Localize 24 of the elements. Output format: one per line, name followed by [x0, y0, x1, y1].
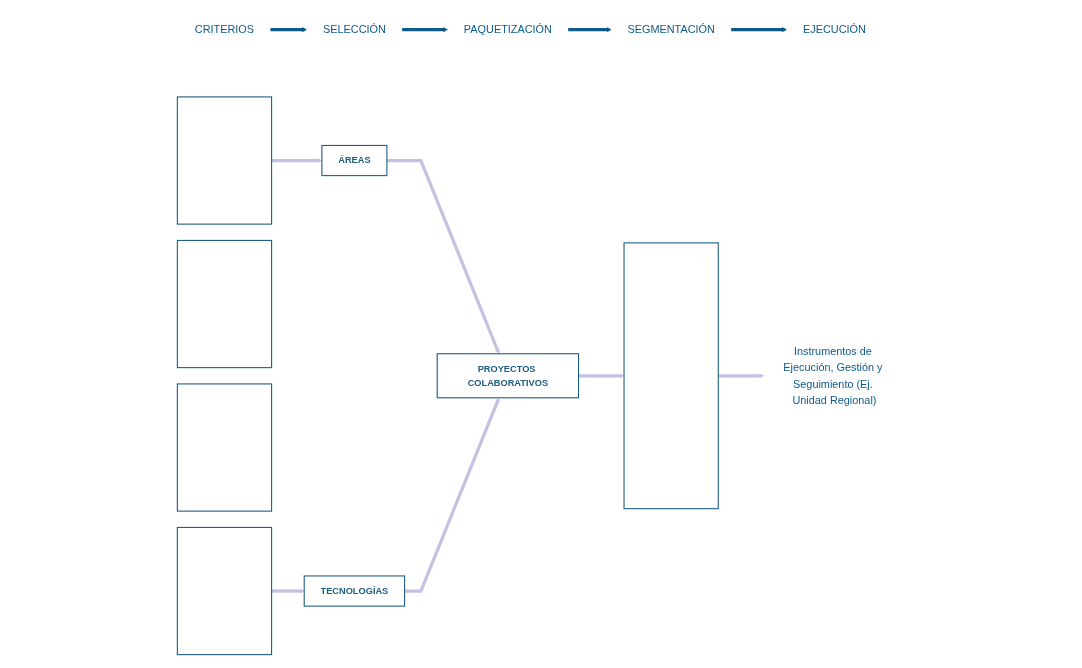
node-box — [303, 575, 405, 607]
arrow — [578, 373, 624, 379]
arrow — [730, 27, 787, 33]
node-text: EJECUCIÓN — [802, 23, 866, 36]
arrow — [401, 27, 448, 33]
node-text: SEGMENTACIÓN — [627, 23, 715, 36]
arrow — [386, 158, 500, 354]
node-box — [176, 96, 272, 225]
node-text: SELECCIÓN — [322, 23, 386, 36]
arrow — [271, 158, 322, 163]
node-bar — [623, 242, 719, 510]
arrow — [567, 27, 612, 33]
node-text: Instrumentos de Ejecución, Gestión y Seguimiento (Ej. Unidad Regional) — [783, 345, 883, 407]
arrow — [270, 27, 307, 33]
node-box — [176, 383, 272, 512]
node-box — [436, 353, 579, 399]
node-box — [176, 239, 272, 369]
node-box — [176, 526, 272, 656]
node-text: CRITERIOS — [194, 23, 254, 36]
flow-diagram: CRITERIOS SELECCIÓN PAQUETIZACIÓN SEGMENTACIÓN EJECUCIÓN ÁREAS TECNOLOGÍAS PROYECTOS COLABORATIVOS Instrumentos de Ejecución, Gestión y Seguimiento (Ej. Unidad Regional) — [172, 9, 910, 659]
node-text: PAQUETIZACIÓN — [463, 23, 552, 36]
arrow — [404, 397, 500, 593]
node-box — [321, 144, 388, 177]
arrow — [718, 373, 764, 379]
